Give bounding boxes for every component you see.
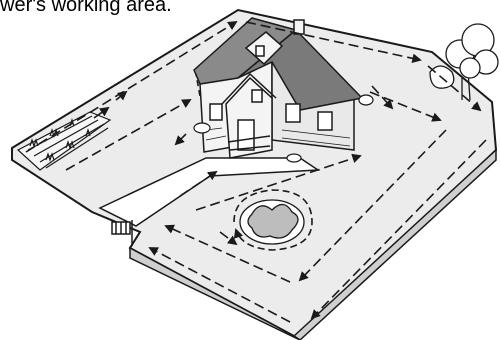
gate-icon xyxy=(112,220,132,246)
round-bush-icon xyxy=(240,200,304,244)
